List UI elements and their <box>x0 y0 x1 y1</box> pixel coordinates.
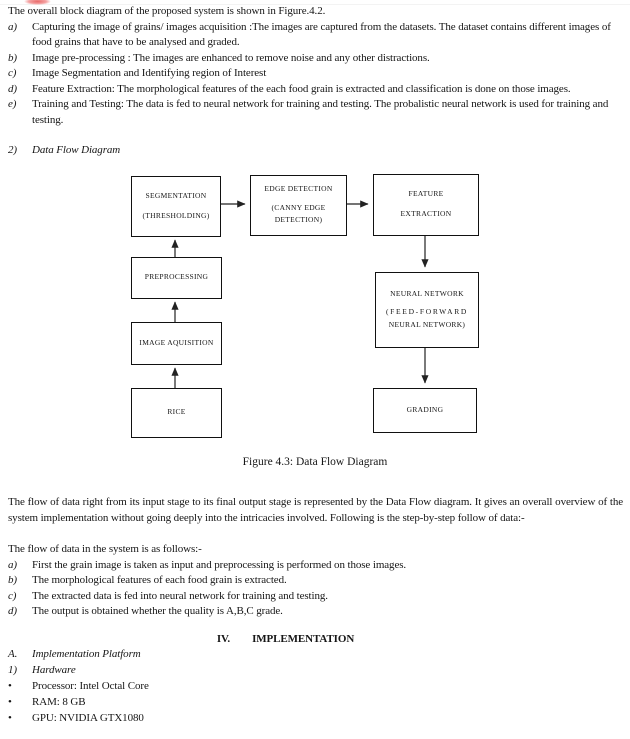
bullet-glyph: • <box>8 696 12 708</box>
subsection-1-heading: 1) Hardware <box>8 663 623 679</box>
box-label: EDGE DETECTION <box>264 184 333 194</box>
section-marker: 2) <box>8 144 17 156</box>
box-label: NEURAL NETWORK <box>390 288 464 298</box>
list-marker: c) <box>8 67 17 79</box>
subsection-title: Implementation Platform <box>32 648 141 660</box>
subsection-a-heading: A. Implementation Platform <box>8 647 623 663</box>
box-label: NEURAL NETWORK) <box>388 319 466 329</box>
bullet-text: GPU: NVIDIA GTX1080 <box>32 712 144 724</box>
list-text: The output is obtained whether the quali… <box>32 605 283 617</box>
list-text: Image pre-processing : The images are en… <box>32 51 430 64</box>
diagram-box-preprocessing: PREPROCESSING <box>131 256 222 299</box>
text-column: The overall block diagram of the propose… <box>0 0 630 159</box>
list-text: Image Segmentation and Identifying regio… <box>32 67 267 79</box>
box-label: PREPROCESSING <box>144 272 209 282</box>
data-flow-diagram: SEGMENTATION (THRESHOLDING) EDGE DETECTI… <box>0 169 630 449</box>
flow-step-list: a) First the grain image is taken as inp… <box>8 558 623 620</box>
list-item: c) The extracted data is fed into neural… <box>8 589 623 605</box>
lower-text-column: The flow of data right from its input st… <box>0 470 630 726</box>
diagram-box-rice: RICE <box>131 387 222 438</box>
box-label: (CANNY EDGE <box>271 202 326 212</box>
list-marker: a) <box>8 20 17 33</box>
box-label: (THRESHOLDING) <box>142 210 210 220</box>
list-text: Training and Testing: The data is fed to… <box>32 98 609 126</box>
list-item: b) The morphological features of each fo… <box>8 573 623 589</box>
section-title: Data Flow Diagram <box>32 144 121 156</box>
list-marker: a) <box>8 558 17 571</box>
box-label: FEATURE <box>408 189 444 199</box>
list-text: First the grain image is taken as input … <box>32 558 407 571</box>
bullet-glyph: • <box>8 712 12 724</box>
figure-caption: Figure 4.3: Data Flow Diagram <box>242 455 388 468</box>
subsection-marker: 1) <box>8 663 17 676</box>
list-text: The extracted data is fed into neural ne… <box>32 589 328 602</box>
heading-number: IV. <box>216 632 231 645</box>
list-marker: d) <box>8 605 17 617</box>
list-text: The morphological features of each food … <box>32 574 287 586</box>
block-diagram-step-list: a) Capturing the image of grains/ images… <box>8 20 623 129</box>
diagram-box-grading: GRADING <box>373 387 477 433</box>
diagram-box-segmentation: SEGMENTATION (THRESHOLDING) <box>131 175 221 237</box>
page-top-divider <box>0 4 630 5</box>
list-item: e) Training and Testing: The data is fed… <box>8 97 623 128</box>
list-text: Capturing the image of grains/ images ac… <box>32 20 611 49</box>
box-label: SEGMENTATION <box>145 190 207 200</box>
bullet-text: Processor: Intel Octal Core <box>32 680 149 692</box>
intro-paragraph: The overall block diagram of the propose… <box>8 5 326 17</box>
diagram-box-neural-network: NEURAL NETWORK (FEED-FORWARD NEURAL NETW… <box>375 271 479 348</box>
flow-intro-paragraph: The flow of data in the system is as fol… <box>8 543 202 555</box>
list-text: Feature Extraction: The morphological fe… <box>32 82 571 95</box>
list-marker: e) <box>8 98 17 110</box>
diagram-box-edge-detection: EDGE DETECTION (CANNY EDGE DETECTION) <box>250 174 347 236</box>
list-item: b) Image pre-processing : The images are… <box>8 51 623 67</box>
list-marker: b) <box>8 51 17 64</box>
list-marker: b) <box>8 574 17 586</box>
heading-title: IMPLEMENTATION <box>252 632 355 645</box>
diagram-box-image-aquisition: IMAGE AQUISITION <box>131 321 222 365</box>
diagram-arrows <box>171 199 429 388</box>
hardware-bullet-list: • Processor: Intel Octal Core • RAM: 8 G… <box>8 678 623 726</box>
section-2-heading: 2) Data Flow Diagram <box>8 143 623 159</box>
box-label: RICE <box>167 407 186 417</box>
list-item: d) Feature Extraction: The morphological… <box>8 82 623 98</box>
box-label: EXTRACTION <box>400 209 452 218</box>
red-highlight-marker <box>24 0 51 5</box>
subsection-marker: A. <box>8 648 18 660</box>
bullet-text: RAM: 8 GB <box>32 696 86 708</box>
list-item: d) The output is obtained whether the qu… <box>8 604 623 620</box>
box-label: (FEED-FORWARD <box>385 307 469 317</box>
list-item: a) Capturing the image of grains/ images… <box>8 20 623 51</box>
diagram-box-feature-extraction: FEATURE EXTRACTION <box>373 173 479 236</box>
bullet-item: • GPU: NVIDIA GTX1080 <box>8 710 623 726</box>
bullet-item: • Processor: Intel Octal Core <box>8 678 623 694</box>
list-item: c) Image Segmentation and Identifying re… <box>8 66 623 82</box>
overview-paragraph: The flow of data right from its input st… <box>8 496 623 524</box>
bullet-glyph: • <box>8 680 12 692</box>
box-label: IMAGE AQUISITION <box>139 337 214 347</box>
list-marker: d) <box>8 82 17 95</box>
section-heading-implementation: IV. IMPLEMENTATION <box>8 632 563 648</box>
box-label: GRADING <box>406 404 444 414</box>
list-item: a) First the grain image is taken as inp… <box>8 558 623 574</box>
list-marker: c) <box>8 589 17 602</box>
subsection-title: Hardware <box>32 663 76 676</box>
bullet-item: • RAM: 8 GB <box>8 694 623 710</box>
box-label: DETECTION) <box>274 215 323 225</box>
